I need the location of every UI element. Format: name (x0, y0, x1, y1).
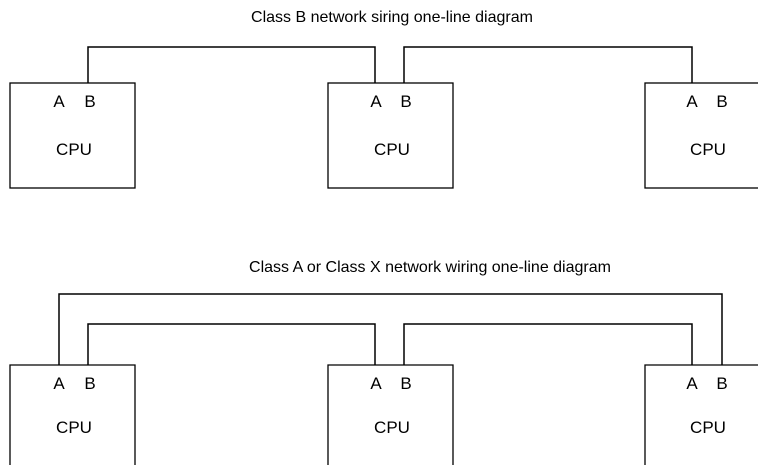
port-b-label: B (84, 374, 95, 393)
class-b-diagram-title: Class B network siring one-line diagram (251, 9, 533, 26)
port-a-label: A (53, 92, 65, 111)
class-a-x-diagram: Class A or Class X network wiring one-li… (9, 259, 758, 465)
class-a-x-diagram-title: Class A or Class X network wiring one-li… (249, 259, 611, 276)
cpu-node-1: A B CPU (9, 364, 136, 465)
class-b-diagram: Class B network siring one-line diagram … (9, 9, 758, 189)
cpu-label: CPU (690, 418, 726, 437)
cpu-label: CPU (690, 140, 726, 159)
port-b-label: B (84, 92, 95, 111)
cpu-box (327, 82, 454, 189)
cpu-node-3: A B CPU (644, 82, 758, 189)
cpu-box (644, 82, 758, 189)
port-a-label: A (686, 374, 698, 393)
wire-node2-b-to-node3-a (403, 46, 693, 83)
port-b-label: B (716, 374, 727, 393)
cpu-node-2: A B CPU (327, 364, 454, 465)
wire-node1-b-to-node2-a (87, 46, 376, 83)
cpu-box (644, 364, 758, 465)
cpu-box (327, 364, 454, 465)
cpu-label: CPU (374, 140, 410, 159)
cpu-node-3: A B CPU (644, 364, 758, 465)
port-b-label: B (716, 92, 727, 111)
port-a-label: A (53, 374, 65, 393)
cpu-label: CPU (56, 140, 92, 159)
wire-node2-b-to-node3-a (403, 323, 693, 365)
port-b-label: B (400, 374, 411, 393)
cpu-node-2: A B CPU (327, 82, 454, 189)
cpu-label: CPU (56, 418, 92, 437)
port-a-label: A (370, 92, 382, 111)
cpu-box (9, 364, 136, 465)
port-a-label: A (686, 92, 698, 111)
cpu-box (9, 82, 136, 189)
wire-node1-a-to-node3-b (58, 293, 723, 365)
wire-node1-b-to-node2-a (87, 323, 376, 365)
cpu-node-1: A B CPU (9, 82, 136, 189)
cpu-label: CPU (374, 418, 410, 437)
port-b-label: B (400, 92, 411, 111)
port-a-label: A (370, 374, 382, 393)
